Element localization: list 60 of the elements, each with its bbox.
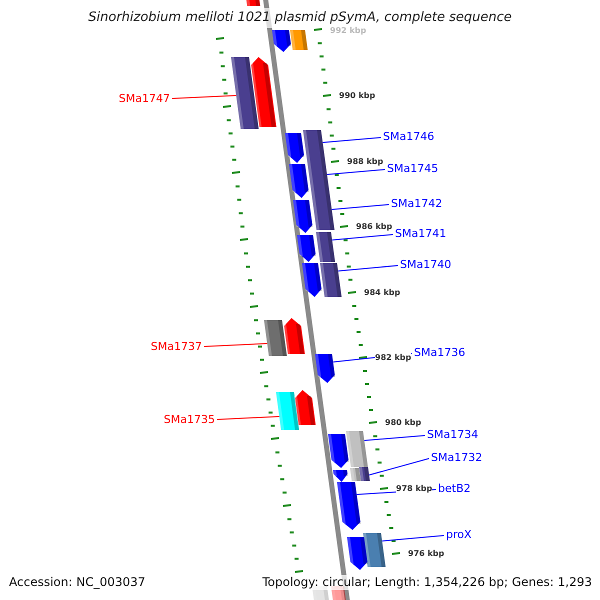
- gene-feature: [363, 533, 386, 567]
- gene-label: SMa1736: [414, 346, 466, 359]
- leader-line: [322, 137, 382, 143]
- leader-line: [326, 169, 386, 175]
- gene-feature: [264, 320, 287, 356]
- position-label: 986 kbp: [356, 222, 392, 232]
- position-label: 988 kbp: [347, 157, 384, 167]
- gene-feature: [333, 470, 348, 482]
- position-label: 984 kbp: [364, 288, 400, 298]
- gene-feature: [285, 133, 304, 163]
- position-label: 980 kbp: [385, 418, 422, 428]
- footer-text: Topology: circular; Length: 1,354,226 bp; Genes: 1,293: [262, 575, 592, 590]
- gene-label: proX: [446, 528, 472, 541]
- leader-line: [338, 265, 398, 272]
- gene-feature: [283, 318, 305, 354]
- gene-feature: [293, 200, 313, 233]
- gene-feature: [315, 354, 336, 383]
- gene-feature: [245, 0, 260, 6]
- leader-line: [332, 234, 394, 240]
- gene-feature: [289, 164, 309, 198]
- gene-feature: [276, 392, 300, 430]
- gene-label: SMa1735: [164, 413, 215, 426]
- gene-feature: [294, 390, 316, 425]
- position-label: 992 kbp: [330, 26, 366, 36]
- leader-line: [382, 535, 444, 542]
- leader-line: [364, 435, 426, 441]
- gene-label: SMa1734: [427, 428, 478, 441]
- gene-feature: [328, 434, 349, 468]
- leader-line: [331, 204, 390, 210]
- leader-line: [204, 343, 268, 347]
- gene-feature: [347, 537, 368, 570]
- leader-line: [216, 416, 280, 420]
- gene-feature: [337, 482, 361, 530]
- gene-label: SMa1740: [400, 258, 452, 271]
- position-label: 990 kbp: [339, 91, 376, 101]
- leader-line: [172, 95, 237, 99]
- gene-feature: [350, 468, 361, 481]
- gene-label: SMa1741: [395, 227, 446, 240]
- position-label: 978 kbp: [396, 484, 432, 494]
- gene-feature: [290, 30, 308, 50]
- footer-text: Accession: NC_003037: [9, 575, 146, 590]
- gene-label: betB2: [438, 482, 471, 495]
- gene-label: SMa1746: [383, 130, 434, 143]
- position-label: 976 kbp: [408, 549, 444, 559]
- gene-feature: [320, 263, 342, 297]
- gene-feature: [302, 263, 322, 297]
- gene-feature: [359, 467, 370, 481]
- gene-feature: [316, 232, 336, 262]
- gene-label: SMa1737: [150, 340, 202, 353]
- gene-feature: [272, 30, 292, 52]
- position-label: 982 kbp: [375, 353, 412, 363]
- gene-feature: [231, 57, 259, 129]
- gene-label: SMa1747: [118, 92, 170, 105]
- leader-line: [368, 458, 430, 476]
- gene-label: SMa1745: [387, 162, 438, 175]
- gene-feature: [303, 130, 334, 230]
- gene-label: SMa1742: [391, 197, 442, 210]
- gene-feature: [297, 235, 316, 262]
- gene-label: SMa1732: [431, 451, 482, 464]
- gene-feature: [250, 57, 276, 127]
